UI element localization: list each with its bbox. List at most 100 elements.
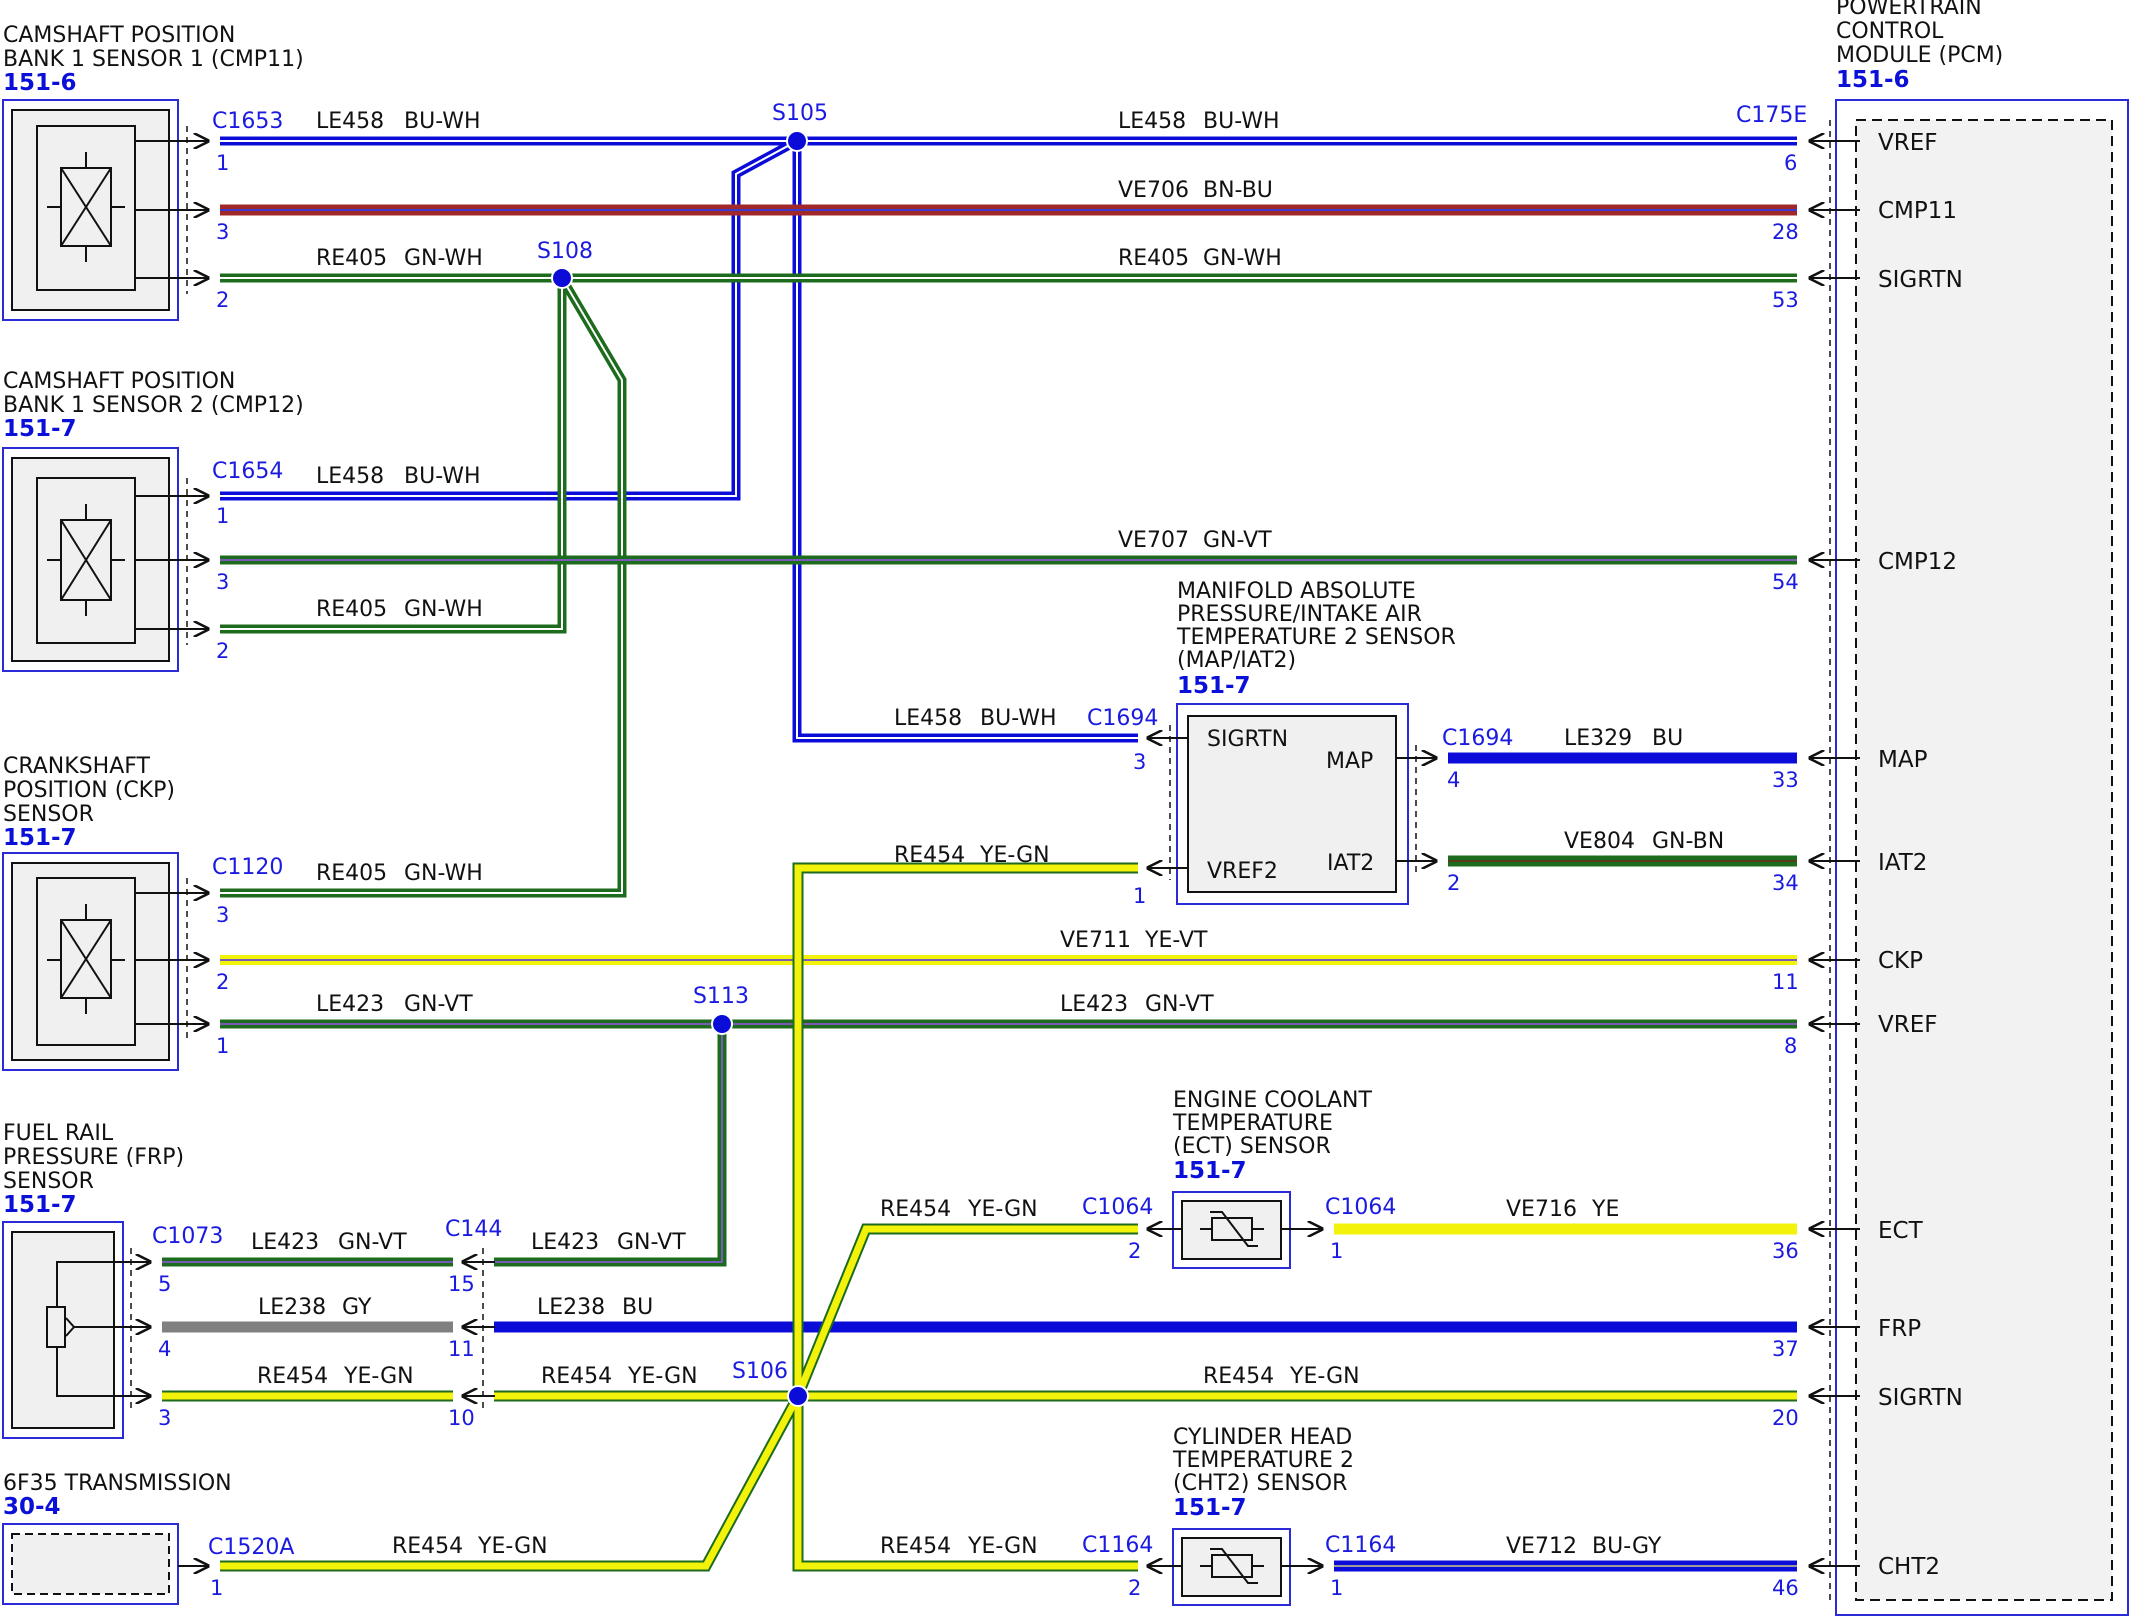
pcm-pin-sigrtn: SIGRTN — [1878, 267, 1963, 293]
cmp12-name-line-2: BANK 1 SENSOR 2 (CMP12) — [3, 393, 304, 418]
cht2-thermistor-icon — [1200, 1548, 1264, 1584]
pin-num: 1 — [216, 1034, 229, 1058]
pin-num: 2 — [1128, 1576, 1141, 1600]
cmp11-ref[interactable]: 151-6 — [3, 70, 77, 96]
cmp12-name-line-1: CAMSHAFT POSITION — [3, 369, 235, 394]
pcm-ref[interactable]: 151-6 — [1836, 67, 1910, 93]
pcm-connector: C175E — [1736, 103, 1807, 128]
wire-label-w4-circuit: LE458 — [316, 464, 384, 489]
wire-label-w24-color: YE-GN — [477, 1534, 548, 1559]
pin-num: 4 — [158, 1337, 171, 1361]
frp-ref[interactable]: 151-7 — [3, 1192, 77, 1218]
cmp11-connector: C1653 — [212, 109, 283, 134]
splice-s106-label: S106 — [732, 1359, 788, 1384]
wire-bu-group — [494, 752, 1797, 1333]
pin-num: 20 — [1772, 1406, 1799, 1430]
wire-label-w8-circuit: LE329 — [1564, 726, 1632, 751]
pin-num: 1 — [216, 504, 229, 528]
ckp-ref[interactable]: 151-7 — [3, 825, 77, 851]
wire-bu-wh-group — [220, 136, 1797, 743]
wire-label-w12-color: YE-VT — [1144, 928, 1208, 953]
wire-label-w19-circuit: LE238 — [258, 1295, 326, 1320]
pin-num: 2 — [216, 970, 229, 994]
component-transmission: 6F35 TRANSMISSION 30-4 C1520A — [2, 1471, 294, 1605]
wire-label-w19-color: GY — [342, 1295, 372, 1320]
wire-label-w3b-circuit: RE405 — [1118, 246, 1189, 271]
component-ckp: CRANKSHAFT POSITION (CKP) SENSOR 151-7 C… — [2, 754, 283, 1071]
splice-s106[interactable] — [787, 1385, 809, 1407]
wire-label-w24-circuit: RE454 — [392, 1534, 463, 1559]
wire-label-w2-color: BN-BU — [1203, 178, 1273, 203]
wire-label-w5-circuit: VE707 — [1118, 528, 1189, 553]
map-connector-left: C1694 — [1087, 706, 1158, 731]
pin-num: 46 — [1772, 1576, 1799, 1600]
pin-num: 53 — [1772, 288, 1799, 312]
wire-label-w26-color: BU-GY — [1592, 1534, 1662, 1559]
pcm-pin-cmp11: CMP11 — [1878, 198, 1957, 224]
trans-name-line-1: 6F35 TRANSMISSION — [3, 1471, 232, 1496]
trans-ref[interactable]: 30-4 — [3, 1494, 61, 1520]
pin-num: 11 — [1772, 970, 1799, 994]
pin-num: 8 — [1784, 1034, 1797, 1058]
wire-label-w15-circuit: RE454 — [880, 1197, 951, 1222]
wire-label-w21-color: YE-GN — [343, 1364, 414, 1389]
pin-num: 33 — [1772, 768, 1799, 792]
pin-num: 37 — [1772, 1337, 1799, 1361]
pin-num: 2 — [1447, 871, 1460, 895]
splice-s108-label: S108 — [537, 239, 593, 264]
ect-name-line-3: (ECT) SENSOR — [1173, 1134, 1331, 1159]
splice-s108[interactable] — [551, 267, 573, 289]
pcm-pin-map: MAP — [1878, 747, 1928, 773]
wire-label-w5-color: GN-VT — [1203, 528, 1272, 553]
wire-ye-gn-group — [162, 862, 1797, 1572]
pin-num: 28 — [1772, 220, 1799, 244]
cmp11-sensor-icon — [47, 152, 125, 262]
ect-ref[interactable]: 151-7 — [1173, 1158, 1247, 1184]
pcm-pin-vref-2: VREF — [1878, 1012, 1937, 1038]
splice-s113[interactable] — [711, 1013, 733, 1035]
wire-label-w10-color: GN-BN — [1652, 829, 1724, 854]
wire-label-w23-color: YE-GN — [1289, 1364, 1360, 1389]
pcm-pin-iat2: IAT2 — [1878, 850, 1927, 876]
pin-num: 1 — [1133, 884, 1146, 908]
map-connector-right: C1694 — [1442, 726, 1513, 751]
ckp-connector: C1120 — [212, 855, 283, 880]
wire-gn-vt-group — [162, 555, 1797, 1267]
wire-label-w9-circuit: RE454 — [894, 843, 965, 868]
wire-label-w7-circuit: LE458 — [894, 706, 962, 731]
wire-label-w25-circuit: RE454 — [880, 1534, 951, 1559]
component-ect: ENGINE COOLANT TEMPERATURE (ECT) SENSOR … — [1082, 1088, 1396, 1269]
wire-label-w20-color: BU — [622, 1295, 653, 1320]
pcm-outline — [1835, 99, 2129, 1616]
wire-label-w13-color: GN-VT — [404, 992, 473, 1017]
pin-num: 3 — [216, 220, 229, 244]
wire-label-w17-color: GN-VT — [338, 1230, 407, 1255]
map-pin-map: MAP — [1326, 749, 1373, 774]
splice-s105[interactable] — [786, 130, 808, 152]
cmp11-name-line-2: BANK 1 SENSOR 1 (CMP11) — [3, 47, 304, 72]
map-name-line-1: MANIFOLD ABSOLUTE — [1177, 579, 1416, 604]
cht2-ref[interactable]: 151-7 — [1173, 1495, 1247, 1521]
wire-label-w14-color: GN-VT — [1145, 992, 1214, 1017]
pin-num: 3 — [216, 570, 229, 594]
wire-label-w21-circuit: RE454 — [257, 1364, 328, 1389]
pcm-pin-cmp12: CMP12 — [1878, 549, 1957, 575]
cht2-name-line-2: TEMPERATURE 2 — [1172, 1448, 1354, 1473]
wire-labels: LE458 BU-WH LE458 BU-WH VE706 BN-BU RE40… — [251, 109, 1724, 1559]
cmp12-ref[interactable]: 151-7 — [3, 416, 77, 442]
wire-label-w17-circuit: LE423 — [251, 1230, 319, 1255]
pcm-module: POWERTRAIN CONTROL MODULE (PCM) 151-6 C1… — [1736, 0, 2129, 1616]
wire-label-w11-circuit: RE405 — [316, 861, 387, 886]
map-ref[interactable]: 151-7 — [1177, 673, 1251, 699]
pcm-name-line-1: POWERTRAIN — [1836, 0, 1982, 20]
cht2-connector-right: C1164 — [1325, 1533, 1396, 1558]
pcm-pin-cht2: CHT2 — [1878, 1554, 1940, 1580]
pin-num: 1 — [1330, 1576, 1343, 1600]
cmp12-sensor-icon — [47, 504, 125, 616]
map-name-line-3: TEMPERATURE 2 SENSOR — [1176, 625, 1456, 650]
ckp-name-line-1: CRANKSHAFT — [3, 754, 151, 779]
wire-label-w12-circuit: VE711 — [1060, 928, 1131, 953]
pin-num: 15 — [448, 1272, 475, 1296]
wire-label-w22-color: YE-GN — [627, 1364, 698, 1389]
